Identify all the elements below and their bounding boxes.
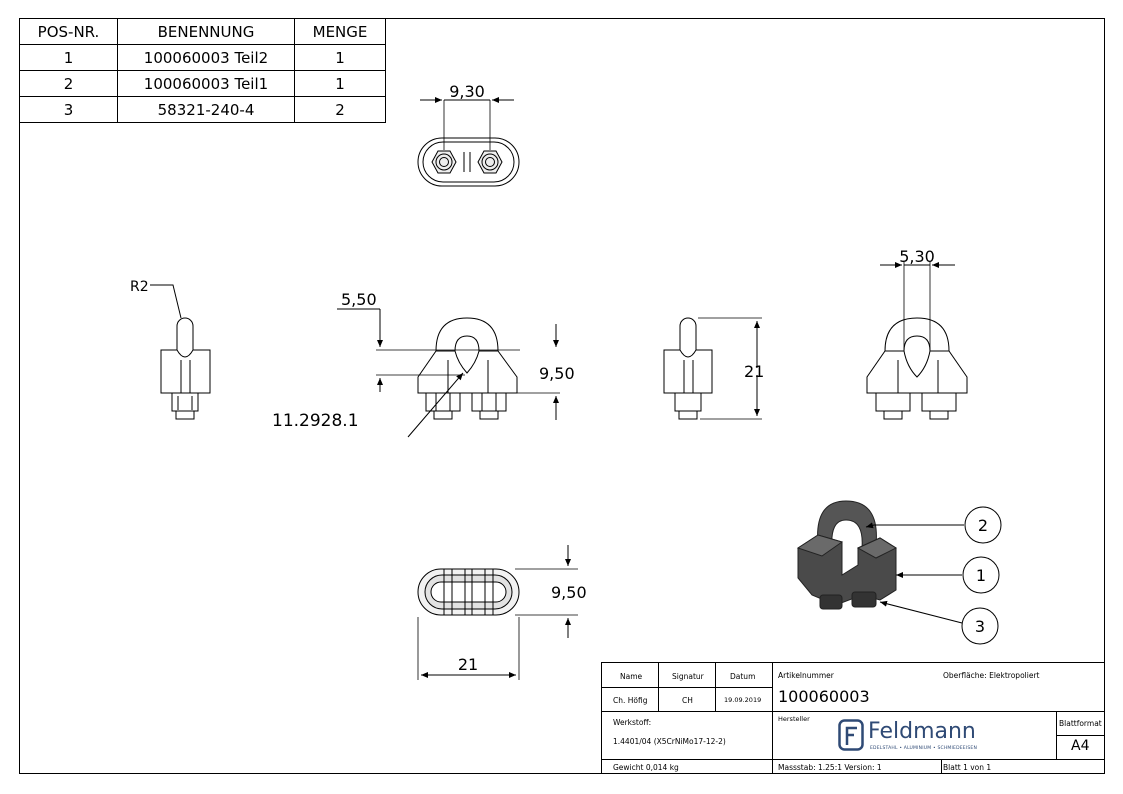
leader-line <box>150 284 182 319</box>
dim-radius: R2 <box>130 279 149 295</box>
surface-label: Oberfläche: Elektropoliert <box>943 671 1040 680</box>
parts-list: POS-NR. BENENNUNG MENGE 1 100060003 Teil… <box>19 18 386 123</box>
dim-gap: 5,50 <box>341 290 377 309</box>
top-view <box>417 97 520 187</box>
cell-pos: 2 <box>19 70 118 97</box>
side-view <box>663 317 713 420</box>
cell-qty: 1 <box>294 70 386 97</box>
manufacturer-label: Hersteller <box>778 715 810 723</box>
article-number: 100060003 <box>778 687 870 706</box>
front-view <box>417 317 518 420</box>
weight: Gewicht 0,014 kg <box>613 763 679 772</box>
name-label: Name <box>620 672 643 681</box>
format-value: A4 <box>1071 738 1090 754</box>
dim-top-width: 9,30 <box>449 82 485 101</box>
feldmann-logo-icon <box>838 719 864 751</box>
divider <box>772 663 773 774</box>
logo-subtitle: EDELSTAHL • ALUMINIUM • SCHMIEDEEISEN <box>870 746 978 751</box>
divider <box>941 759 942 774</box>
divider <box>602 687 772 688</box>
balloon-3 <box>879 600 999 645</box>
isometric-view <box>796 500 898 610</box>
material-value: 1.4401/04 (X5CrNiMo17-12-2) <box>613 737 726 746</box>
header-qty: MENGE <box>294 18 386 45</box>
balloon-label: 2 <box>978 516 988 535</box>
signature-label: Signatur <box>672 672 704 681</box>
table-row: 3 58321-240-4 2 <box>19 96 386 123</box>
drawing-frame <box>19 18 1105 774</box>
dim-height-front: 9,50 <box>539 364 575 383</box>
dim-right-width: 5,30 <box>899 247 935 266</box>
header-name: BENENNUNG <box>117 18 295 45</box>
cell-name: 58321-240-4 <box>117 96 295 123</box>
divider <box>1056 735 1105 736</box>
scale-version: Massstab: 1.25:1 Version: 1 <box>778 763 882 772</box>
nut-icon <box>431 150 457 174</box>
table-row: 2 100060003 Teil1 1 <box>19 70 386 97</box>
right-dimensions <box>880 262 955 350</box>
name-value: Ch. Höfig <box>613 696 648 705</box>
dim-bottom-height: 9,50 <box>551 583 587 602</box>
article-label: Artikelnummer <box>778 671 834 680</box>
cell-qty: 2 <box>294 96 386 123</box>
balloon-label: 3 <box>975 617 985 636</box>
logo-text: Feldmann <box>868 719 976 744</box>
material-label: Werkstoff: <box>613 718 652 727</box>
title-block: Name Signatur Datum Ch. Höfig CH 19.09.2… <box>601 662 1105 774</box>
side-dimensions <box>698 317 762 420</box>
date-value: 19.09.2019 <box>724 696 762 704</box>
dim-side-height: 21 <box>744 362 764 381</box>
date-label: Datum <box>730 672 756 681</box>
format-label: Blattformat <box>1059 719 1102 728</box>
table-row: 1 100060003 Teil2 1 <box>19 44 386 71</box>
bottom-view <box>417 568 520 616</box>
sheet-number: Blatt 1 von 1 <box>943 763 992 772</box>
signature-value: CH <box>682 696 693 705</box>
divider <box>658 663 659 711</box>
balloon-label: 1 <box>976 566 986 585</box>
balloon-2 <box>865 506 1002 544</box>
nut-icon <box>477 150 503 174</box>
article-reference: 11.2928.1 <box>272 411 359 431</box>
divider <box>602 759 1105 760</box>
bottom-dimensions <box>417 545 578 680</box>
divider <box>602 711 1105 712</box>
right-view <box>866 317 968 420</box>
divider <box>715 663 716 711</box>
cell-qty: 1 <box>294 44 386 71</box>
balloon-1 <box>896 556 1000 594</box>
cell-name: 100060003 Teil1 <box>117 70 295 97</box>
dim-bottom-length: 21 <box>458 655 478 674</box>
left-side-view <box>160 317 211 420</box>
front-dimensions <box>337 308 560 438</box>
